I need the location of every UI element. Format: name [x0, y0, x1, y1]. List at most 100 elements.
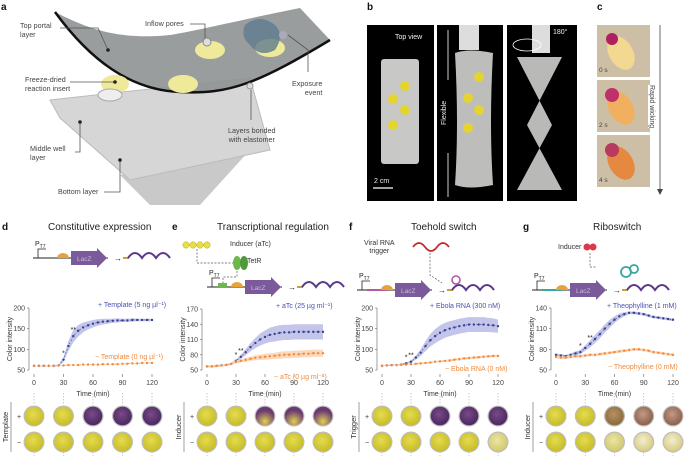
flexed-strip [455, 50, 493, 188]
legend-minus: − Theophylline (0 mM) [608, 364, 678, 371]
riboswitch-aptamer [629, 264, 639, 274]
y-tick-label: 150 [361, 326, 373, 333]
well-yellow [142, 432, 162, 452]
y-tick-label: 80 [190, 352, 198, 359]
well-pale [605, 432, 624, 452]
wells-sign: − [17, 440, 21, 447]
atc-molecule-icon [189, 241, 197, 249]
x-tick-label: 90 [465, 380, 473, 387]
y-tick-label: 200 [13, 306, 25, 313]
wells-sign: + [17, 414, 21, 421]
data-point [433, 360, 437, 363]
data-point [239, 359, 243, 363]
data-point [96, 321, 100, 324]
data-point [642, 313, 645, 316]
y-tick-label: 110 [187, 337, 198, 344]
twisted-strip [517, 57, 562, 190]
data-point [424, 344, 427, 348]
promoter-label: PT7 [359, 273, 370, 282]
data-point [593, 337, 597, 341]
data-point [448, 359, 451, 362]
data-point [608, 322, 611, 326]
x-tick-label: 30 [232, 380, 240, 387]
data-point [487, 355, 490, 358]
data-point [443, 329, 447, 332]
panel-f-label: f [349, 222, 353, 233]
data-point [579, 355, 582, 358]
legend-plus: + Template (5 ng µl⁻¹) [98, 302, 166, 309]
data-point [424, 361, 427, 365]
aTc-inducer-label: Inducer (aTc) [230, 241, 271, 248]
significance-marker: * [235, 352, 238, 359]
well-yellow [226, 406, 246, 426]
riboswitch-inducer-label: Inducer [558, 244, 582, 251]
well-purple [113, 406, 132, 426]
data-point [72, 363, 75, 367]
data-point [278, 331, 281, 335]
data-point [419, 362, 422, 365]
scale-bar-label: 2 cm [374, 178, 390, 185]
significance-marker: * [62, 351, 65, 358]
well-yellow [24, 406, 44, 426]
reaction-well [195, 41, 225, 59]
data-point [131, 362, 134, 365]
data-point [608, 351, 611, 354]
promoter-arrow-icon [37, 248, 46, 258]
data-point [453, 326, 456, 329]
data-point [229, 362, 233, 366]
y-tick-label: 100 [13, 347, 25, 354]
data-point [671, 318, 675, 321]
data-point [491, 324, 495, 327]
data-point [254, 341, 257, 345]
data-point [249, 357, 252, 361]
data-point [263, 335, 267, 339]
data-point [145, 361, 149, 365]
lacz-label: LacZ [77, 256, 91, 263]
data-point [220, 364, 223, 367]
well-yellow [113, 432, 132, 452]
data-point [62, 358, 65, 361]
data-point [307, 330, 310, 334]
data-point [574, 355, 577, 358]
well-purple [488, 406, 508, 426]
well-brown [605, 406, 624, 426]
data-point [273, 332, 276, 336]
data-point [316, 352, 320, 355]
data-point [81, 326, 85, 329]
data-point [77, 329, 80, 332]
data-point [453, 358, 456, 361]
wicking-photos [597, 25, 663, 195]
y-axis-label: Color intensity [180, 317, 187, 362]
legend-plus: + aTc (25 µg ml⁻¹) [276, 303, 333, 310]
y-tick-label: 150 [13, 326, 25, 333]
wells-sign: − [539, 440, 543, 447]
data-point [472, 356, 476, 359]
panel-c-label: c [597, 2, 603, 13]
data-point [136, 318, 139, 322]
data-point [307, 352, 310, 355]
panel-e-title: Transcriptional regulation [217, 222, 329, 233]
x-tick-label: 0 [205, 380, 209, 387]
y-tick-label: 140 [535, 306, 547, 313]
data-point [462, 357, 466, 360]
y-tick-label: 140 [186, 322, 198, 329]
data-point [448, 327, 451, 330]
data-point [584, 354, 587, 357]
y-tick-label: 100 [361, 347, 373, 354]
data-point [657, 351, 660, 354]
well-yellow [313, 432, 333, 452]
data-point [482, 323, 485, 326]
panel-b-label: b [367, 2, 374, 13]
data-point [598, 332, 602, 336]
error-band [207, 324, 323, 368]
data-point [287, 353, 291, 356]
data-point [72, 334, 75, 338]
reaction-insert [101, 75, 129, 93]
data-point [593, 353, 597, 357]
data-point [671, 353, 675, 357]
legend-minus: − aTc (0 µg ml⁻¹) [274, 374, 327, 381]
data-point [496, 324, 500, 328]
data-point [249, 345, 252, 349]
